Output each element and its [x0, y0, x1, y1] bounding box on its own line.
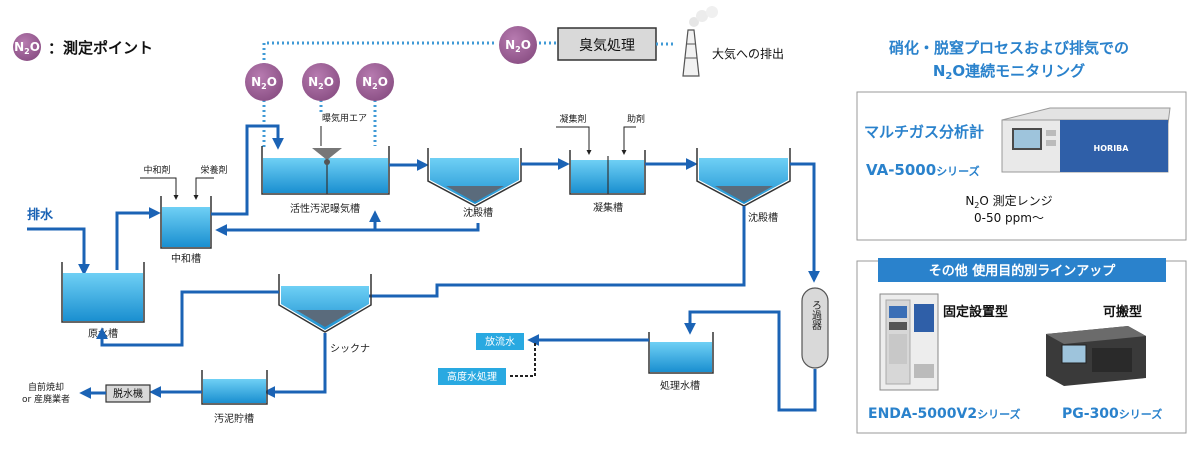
svg-text:VA-5000シリーズ: VA-5000シリーズ — [866, 161, 980, 179]
svg-text:N2O 測定レンジ: N2O 測定レンジ — [965, 193, 1052, 210]
thickener — [278, 274, 372, 333]
svg-text:HORIBA: HORIBA — [1094, 144, 1130, 153]
svg-text:中和剤: 中和剤 — [143, 164, 170, 176]
sludge-tank — [201, 370, 268, 405]
aeration-tank — [261, 146, 390, 195]
svg-text:シックナ: シックナ — [330, 343, 370, 355]
neutral-tank — [160, 196, 212, 249]
svg-text:ろ過器: ろ過器 — [810, 300, 822, 331]
svg-text:N2O: N2O — [308, 75, 334, 91]
svg-text:固定設置型: 固定設置型 — [943, 304, 1008, 320]
enda-cabinet-image — [879, 293, 939, 391]
raw-tank — [61, 262, 145, 323]
svg-text:凝集槽: 凝集槽 — [593, 201, 623, 214]
product-card-va5000: マルチガス分析計 VA-5000シリーズ HORIBA N2O 測定レンジ 0-… — [856, 91, 1187, 241]
svg-text:凝集剤: 凝集剤 — [559, 113, 586, 125]
settling-tank-1 — [427, 148, 522, 207]
svg-text:沈殿槽: 沈殿槽 — [748, 211, 778, 224]
svg-text:0-50 ppm～: 0-50 ppm～ — [974, 211, 1044, 225]
svg-text:ENDA-5000V2シリーズ: ENDA-5000V2シリーズ — [868, 406, 1021, 422]
svg-text:処理水槽: 処理水槽 — [660, 379, 700, 392]
svg-text:汚泥貯槽: 汚泥貯槽 — [214, 412, 254, 425]
svg-text:マルチガス分析計: マルチガス分析計 — [864, 123, 984, 141]
inflow-label: 排水 — [27, 207, 54, 223]
svg-text:助剤: 助剤 — [627, 113, 645, 125]
svg-text:or 産廃業者: or 産廃業者 — [22, 393, 70, 405]
legend-text: ：測定ポイント — [48, 39, 153, 57]
n2o-badge-exhaust: N2O — [499, 26, 537, 64]
lineup-card: その他 使用目的別ラインアップ 固定設置型 可搬型 ENDA-5000V2シリー… — [856, 258, 1187, 434]
analyzer-image: HORIBA — [1001, 107, 1171, 173]
legend: N2O ：測定ポイント — [13, 33, 153, 61]
svg-text:中和槽: 中和槽 — [171, 252, 201, 265]
svg-text:放流水: 放流水 — [485, 335, 515, 348]
svg-text:N2O: N2O — [362, 75, 388, 91]
advanced-box: 高度水処理 — [438, 368, 506, 385]
svg-text:沈殿槽: 沈殿槽 — [463, 206, 493, 219]
svg-text:高度水処理: 高度水処理 — [447, 370, 497, 383]
n2o-badge-3: N2O — [356, 63, 394, 101]
svg-text:N2O: N2O — [14, 40, 40, 56]
dewater-box: 脱水機 — [105, 384, 151, 403]
pg300-image — [1046, 326, 1146, 386]
filter: ろ過器 — [801, 287, 829, 369]
svg-text:自前焼却: 自前焼却 — [28, 381, 64, 393]
deodor-box: 臭気処理 — [557, 27, 657, 61]
legend-n2o-badge — [13, 33, 41, 61]
svg-text:栄養剤: 栄養剤 — [200, 164, 227, 176]
svg-text:その他 使用目的別ラインアップ: その他 使用目的別ラインアップ — [929, 263, 1117, 279]
atmosphere-label: 大気への排出 — [712, 46, 784, 61]
svg-text:曝気用エア: 曝気用エア — [322, 112, 367, 124]
coag-tank — [569, 150, 646, 195]
n2o-badge-2: N2O — [302, 63, 340, 101]
treated-tank — [648, 332, 714, 374]
svg-text:可搬型: 可搬型 — [1103, 304, 1142, 320]
settling-tank-2 — [696, 148, 791, 207]
panel-title-line1: 硝化・脱窒プロセスおよび排気での — [889, 39, 1129, 57]
discharge-box: 放流水 — [476, 333, 524, 350]
svg-text:活性汚泥曝気槽: 活性汚泥曝気槽 — [290, 202, 360, 215]
svg-text:N2O: N2O — [251, 75, 277, 91]
panel-title-line2: N2O連続モニタリング — [933, 62, 1085, 82]
svg-text:N2O: N2O — [505, 38, 531, 54]
svg-text:PG-300シリーズ: PG-300シリーズ — [1062, 406, 1162, 422]
n2o-badge-1: N2O — [245, 63, 283, 101]
svg-text:臭気処理: 臭気処理 — [579, 38, 635, 54]
chimney-icon — [682, 6, 718, 77]
svg-text:脱水機: 脱水機 — [113, 387, 143, 400]
